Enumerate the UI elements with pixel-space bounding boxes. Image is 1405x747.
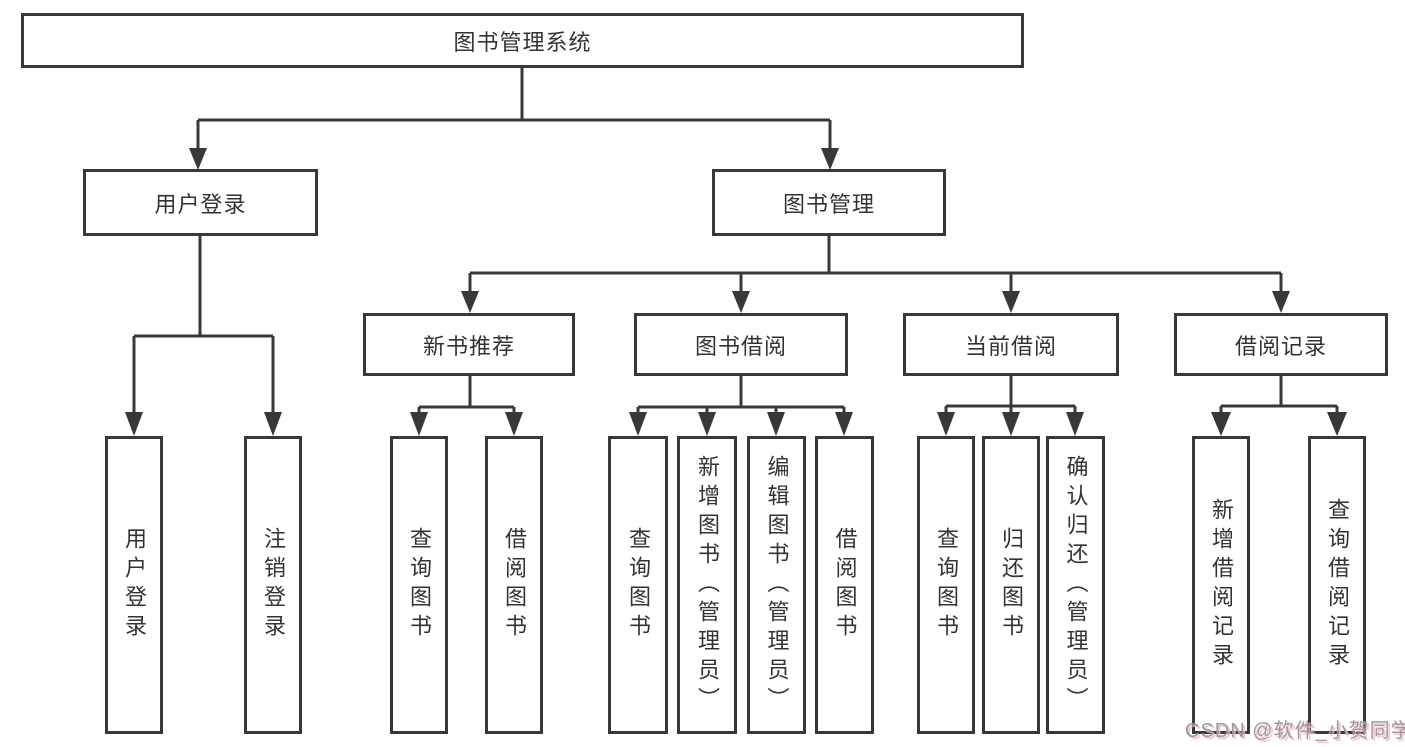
- node-leaf-query-books-current: 查询图书: [917, 436, 975, 734]
- node-new-book-recommendation: 新书推荐: [363, 313, 575, 376]
- node-user-login: 用户登录: [83, 169, 318, 236]
- node-leaf-add-book-admin: 新增图书（管理员）: [677, 436, 737, 734]
- node-book-borrowing: 图书借阅: [634, 313, 848, 376]
- node-current-borrowing: 当前借阅: [903, 313, 1119, 376]
- node-leaf-borrow-books-recommend: 借阅图书: [485, 436, 543, 734]
- node-leaf-add-borrow-record: 新增借阅记录: [1192, 436, 1250, 734]
- node-leaf-logout: 注销登录: [244, 436, 302, 734]
- node-leaf-query-borrow-record: 查询借阅记录: [1308, 436, 1366, 734]
- csdn-watermark: CSDN @软件_小贺同学: [1185, 720, 1405, 742]
- node-leaf-edit-book-admin: 编辑图书（管理员）: [747, 436, 806, 734]
- node-leaf-confirm-return-admin: 确认归还（管理员）: [1046, 436, 1105, 734]
- node-book-management: 图书管理: [712, 169, 946, 236]
- node-leaf-user-login: 用户登录: [105, 436, 163, 734]
- node-leaf-query-books-borrowing: 查询图书: [608, 436, 668, 734]
- node-leaf-return-book: 归还图书: [982, 436, 1040, 734]
- node-root-library-system: 图书管理系统: [21, 13, 1024, 68]
- node-leaf-query-books-recommend: 查询图书: [390, 436, 448, 734]
- node-leaf-borrow-books-borrowing: 借阅图书: [815, 436, 874, 734]
- node-borrowing-records: 借阅记录: [1174, 313, 1388, 376]
